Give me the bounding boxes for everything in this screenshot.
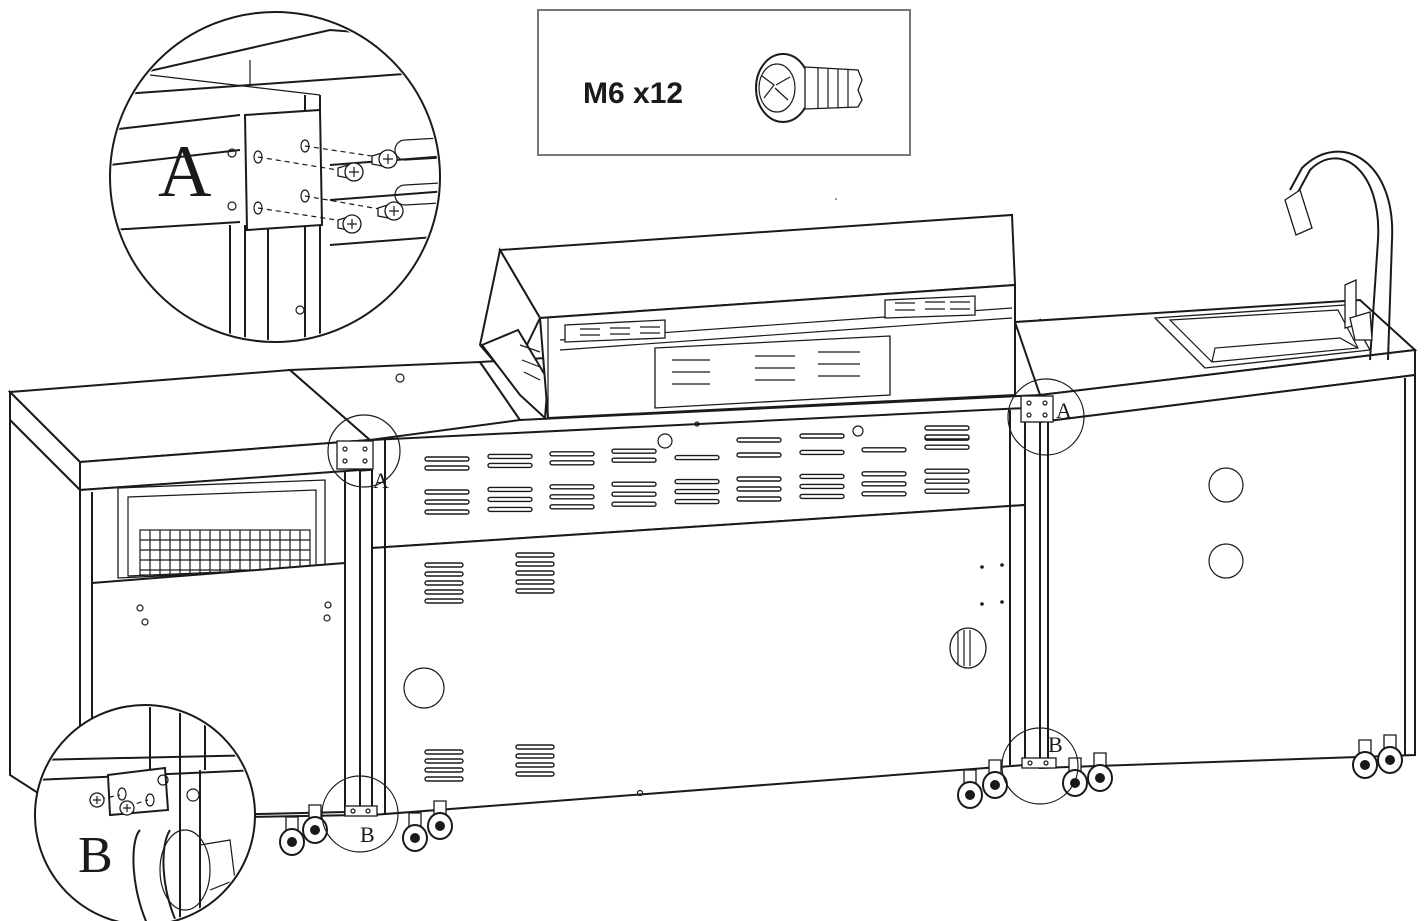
callout-marker-a-left: A: [327, 414, 401, 493]
caster-wheel: [302, 804, 328, 844]
marker-a-right-label: A: [1056, 398, 1072, 423]
screw-icon: [337, 214, 362, 234]
detail-a-circle: A: [109, 11, 441, 343]
caster-wheel: [957, 769, 983, 809]
door-handle: [949, 627, 987, 669]
caster-wheel: [402, 812, 428, 852]
detail-b-circle: B: [34, 704, 256, 921]
faucet: [1284, 150, 1394, 361]
marker-a-left-label: A: [373, 468, 389, 493]
screw-icon: [119, 800, 135, 816]
casters: [279, 734, 1403, 856]
caster-wheel: [1352, 739, 1378, 779]
detail-b-label: B: [78, 827, 113, 884]
callout-marker-a-right: A: [1007, 378, 1085, 456]
screw-icon: [89, 792, 105, 808]
screw-icon: [377, 201, 404, 221]
caster-wheel: [1087, 752, 1113, 792]
caster-wheel: [279, 816, 305, 856]
marker-b-left-label: B: [360, 822, 375, 847]
hardware-box: M6 x12: [537, 9, 911, 156]
callout-marker-b-right: B: [1001, 727, 1079, 805]
screw-icon: [337, 162, 364, 182]
marker-b-right-label: B: [1048, 732, 1063, 757]
callout-marker-b-left: B: [321, 775, 399, 853]
grill-hood: [478, 213, 1017, 421]
control-panel-vents: [424, 425, 970, 515]
caster-wheel: [427, 800, 453, 840]
caster-wheel: [1377, 734, 1403, 774]
caster-wheel: [982, 759, 1008, 799]
detail-a-label: A: [158, 131, 211, 213]
cabinet-vents: [424, 552, 555, 782]
hardware-spec-label: M6 x12: [583, 77, 683, 110]
phillips-screw-icon: [755, 53, 863, 123]
grill-cabinet: [287, 318, 1041, 817]
screw-icon: [371, 149, 398, 169]
sink-cabinet: [1013, 150, 1418, 770]
